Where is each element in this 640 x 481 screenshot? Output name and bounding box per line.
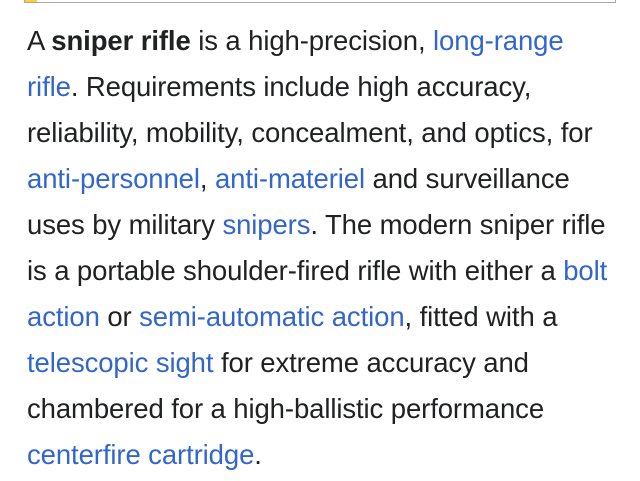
text-run: is a high-precision,	[190, 25, 434, 56]
text-run: A	[27, 25, 52, 56]
article-paragraph: A sniper rifle is a high-precision, long…	[27, 18, 613, 478]
article-subject-bold: sniper rifle	[51, 25, 191, 56]
text-run: ,	[199, 163, 215, 194]
link-snipers[interactable]: snipers	[222, 209, 311, 240]
link-anti-materiel[interactable]: anti-materiel	[214, 163, 365, 194]
link-centerfire-cartridge[interactable]: centerfire cartridge	[27, 439, 255, 470]
link-anti-personnel[interactable]: anti-personnel	[27, 163, 200, 194]
link-bolt-action[interactable]: bolt action	[27, 255, 608, 332]
link-telescopic-sight[interactable]: telescopic sight	[27, 347, 214, 378]
infobox-accent-bar	[25, 0, 37, 2]
text-run: , fitted with a	[404, 301, 558, 332]
text-run: .	[254, 439, 262, 470]
text-run: and surveillance uses by military	[27, 163, 570, 240]
text-run: . Requirements include high accuracy, re…	[27, 71, 593, 148]
link-semi-automatic-action[interactable]: semi-automatic action	[139, 301, 405, 332]
link-long-range-rifle[interactable]: long-range rifle	[27, 25, 564, 102]
infobox-bottom-edge	[24, 0, 616, 3]
text-run: for extreme accuracy and chambered for a…	[27, 347, 545, 424]
text-run: . The modern sniper rifle is a portable …	[27, 209, 606, 286]
text-run: or	[99, 301, 140, 332]
